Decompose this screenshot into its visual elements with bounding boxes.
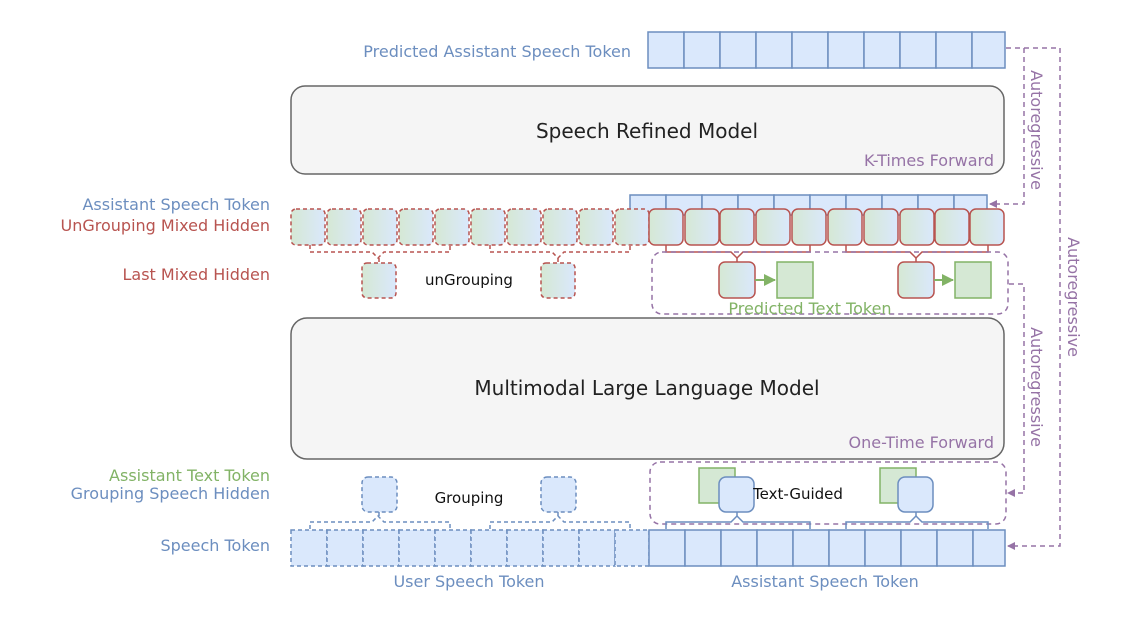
speech-refined-model-title: Speech Refined Model xyxy=(536,119,758,143)
label-grouping-speech-hidden: Grouping Speech Hidden xyxy=(71,484,270,503)
autoregressive-middle-arrow xyxy=(1007,283,1025,497)
mllm-title: Multimodal Large Language Model xyxy=(474,376,819,400)
predicted-text-token-label: Predicted Text Token xyxy=(728,299,891,318)
group-brackets-user xyxy=(309,512,631,529)
ungroup-brackets-assistant xyxy=(665,245,989,262)
ungrouping-label: unGrouping xyxy=(425,271,513,289)
speech-refined-model-box: Speech Refined Model K-Times Forward xyxy=(290,85,1005,175)
ungroup-brackets-user xyxy=(309,245,631,263)
label-assistant-text-token: Assistant Text Token xyxy=(109,466,270,485)
grouping-label: Grouping xyxy=(435,489,504,507)
ungrouping-mixed-hidden-user xyxy=(290,208,650,246)
text-guided-label: Text-Guided xyxy=(752,485,843,503)
user-speech-token-row xyxy=(290,529,650,567)
autoregressive-middle-label: Autoregressive xyxy=(1027,327,1046,447)
label-predicted-assistant-speech-token: Predicted Assistant Speech Token xyxy=(363,42,631,61)
predicted-text-tokens xyxy=(776,261,992,299)
label-last-mixed-hidden: Last Mixed Hidden xyxy=(123,265,271,284)
autoregressive-outer-label: Autoregressive xyxy=(1064,237,1083,357)
one-time-forward-note: One-Time Forward xyxy=(849,433,994,452)
predicted-text-token-region xyxy=(651,251,1009,315)
label-speech-token: Speech Token xyxy=(160,536,270,555)
label-assistant-speech-token: Assistant Speech Token xyxy=(82,195,270,214)
mllm-box: Multimodal Large Language Model One-Time… xyxy=(290,317,1005,460)
user-speech-token-label: User Speech Token xyxy=(393,572,544,591)
ungrouping-mixed-hidden-assistant xyxy=(648,208,1005,246)
assistant-speech-token-label: Assistant Speech Token xyxy=(731,572,919,591)
assistant-speech-token-row xyxy=(648,529,1006,567)
grouping-speech-hidden-user xyxy=(361,476,577,513)
last-mixed-hidden-assistant xyxy=(718,261,935,299)
predicted-speech-token-row xyxy=(647,31,1006,69)
grouping-speech-hidden-assistant xyxy=(718,476,934,513)
autoregressive-top-label: Autoregressive xyxy=(1027,70,1046,190)
k-times-forward-note: K-Times Forward xyxy=(864,151,994,170)
label-ungrouping-mixed-hidden: UnGrouping Mixed Hidden xyxy=(61,216,270,235)
autoregressive-outer-arrow xyxy=(1007,47,1061,550)
text-guided-region xyxy=(649,461,1007,525)
group-brackets-assistant xyxy=(665,512,989,529)
last-mixed-hidden-user xyxy=(361,262,576,299)
autoregressive-top-arrow xyxy=(989,47,1025,208)
